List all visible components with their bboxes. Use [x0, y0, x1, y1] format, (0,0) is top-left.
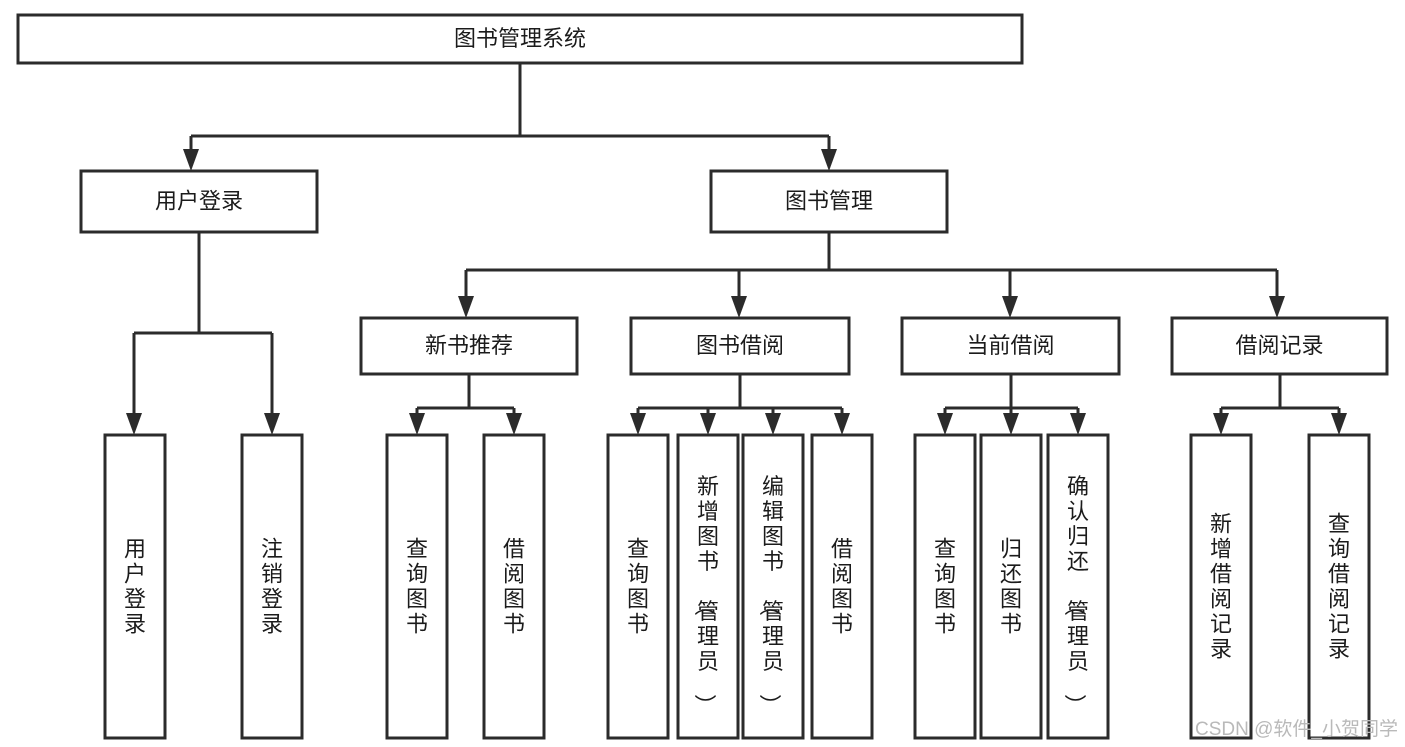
nodes-layer: 图书管理系统用户登录图书管理新书推荐图书借阅当前借阅借阅记录用户登录注销登录查询…: [16, 13, 1389, 740]
node-label-leaf-edit-book-admin: 编辑图书（管理员）: [757, 474, 784, 716]
node-label-leaf-query-borrow-record: 查询借阅记录: [1328, 512, 1350, 662]
borrow-branch-drop-3-arrowhead: [834, 413, 850, 435]
node-box-borrow-record[interactable]: [1170, 316, 1389, 376]
current-branch-drop-1-arrowhead: [1003, 413, 1019, 435]
root-branch-drop-1-arrowhead: [821, 149, 837, 171]
borrow-branch-drop-2-arrowhead: [765, 413, 781, 435]
book-management-branch-drop-3-arrowhead: [1269, 296, 1285, 318]
node-leaf-query-book-recommend[interactable]: 查询图书: [385, 433, 449, 740]
node-label-leaf-return-book: 归还图书: [1000, 537, 1022, 637]
node-label-user-login: 用户登录: [155, 188, 243, 213]
node-book-borrow[interactable]: 图书借阅: [629, 316, 851, 376]
node-label-leaf-borrow-book-recommend: 借阅图书: [503, 537, 525, 637]
node-label-borrow-record: 借阅记录: [1235, 333, 1323, 358]
node-leaf-borrow-book[interactable]: 借阅图书: [810, 433, 874, 740]
node-leaf-logout[interactable]: 注销登录: [240, 433, 304, 740]
node-label-new-book-recommend: 新书推荐: [425, 333, 513, 358]
node-label-current-borrow: 当前借阅: [966, 333, 1054, 358]
node-box-book-borrow[interactable]: [629, 316, 851, 376]
node-label-leaf-add-book-admin: 新增图书（管理员）: [692, 474, 719, 716]
node-box-leaf-query-book-recommend[interactable]: [385, 433, 449, 740]
current-branch-drop-0-arrowhead: [937, 413, 953, 435]
record-branch-drop-0-arrowhead: [1213, 413, 1229, 435]
node-box-leaf-user-login[interactable]: [103, 433, 167, 740]
user-login-branch-drop-1-arrowhead: [264, 413, 280, 435]
node-leaf-query-book-borrow[interactable]: 查询图书: [606, 433, 670, 740]
node-leaf-borrow-book-recommend[interactable]: 借阅图书: [482, 433, 546, 740]
node-label-leaf-query-book-current: 查询图书: [934, 537, 956, 637]
node-box-book-management[interactable]: [709, 169, 949, 234]
node-label-leaf-logout: 注销登录: [261, 537, 283, 637]
node-box-leaf-query-borrow-record[interactable]: [1307, 433, 1371, 740]
node-label-leaf-borrow-book: 借阅图书: [831, 537, 853, 637]
book-management-branch-drop-2-arrowhead: [1002, 296, 1018, 318]
node-box-new-book-recommend[interactable]: [359, 316, 579, 376]
node-box-current-borrow[interactable]: [900, 316, 1121, 376]
node-label-leaf-query-book-recommend: 查询图书: [406, 537, 428, 637]
node-box-leaf-borrow-book-recommend[interactable]: [482, 433, 546, 740]
node-root[interactable]: 图书管理系统: [16, 13, 1024, 65]
node-current-borrow[interactable]: 当前借阅: [900, 316, 1121, 376]
node-box-leaf-add-book-admin[interactable]: [676, 433, 740, 740]
node-label-leaf-confirm-return-admin: 确认归还（管理员）: [1062, 474, 1089, 716]
borrow-branch-drop-1-arrowhead: [700, 413, 716, 435]
csdn-watermark: CSDN @软件_小贺同学: [1195, 718, 1398, 740]
node-label-leaf-query-book-borrow: 查询图书: [627, 537, 649, 637]
node-label-book-management: 图书管理: [785, 188, 873, 213]
current-branch-drop-2-arrowhead: [1070, 413, 1086, 435]
recommend-branch-drop-1-arrowhead: [506, 413, 522, 435]
node-label-root: 图书管理系统: [454, 26, 586, 51]
node-label-leaf-add-borrow-record: 新增借阅记录: [1210, 512, 1232, 662]
node-leaf-add-book-admin[interactable]: 新增图书（管理员）: [676, 433, 740, 740]
node-leaf-query-book-current[interactable]: 查询图书: [913, 433, 977, 740]
connectors-layer: [126, 63, 1347, 435]
book-management-branch-drop-0-arrowhead: [458, 296, 474, 318]
node-label-book-borrow: 图书借阅: [696, 333, 784, 358]
node-leaf-confirm-return-admin[interactable]: 确认归还（管理员）: [1046, 433, 1110, 740]
node-leaf-user-login[interactable]: 用户登录: [103, 433, 167, 740]
borrow-branch-drop-0-arrowhead: [630, 413, 646, 435]
node-box-leaf-logout[interactable]: [240, 433, 304, 740]
node-box-leaf-add-borrow-record[interactable]: [1189, 433, 1253, 740]
node-book-management[interactable]: 图书管理: [709, 169, 949, 234]
recommend-branch-drop-0-arrowhead: [409, 413, 425, 435]
node-leaf-return-book[interactable]: 归还图书: [979, 433, 1043, 740]
node-label-leaf-user-login: 用户登录: [124, 537, 146, 637]
node-box-root[interactable]: [16, 13, 1024, 65]
node-box-leaf-confirm-return-admin[interactable]: [1046, 433, 1110, 740]
node-new-book-recommend[interactable]: 新书推荐: [359, 316, 579, 376]
node-box-leaf-return-book[interactable]: [979, 433, 1043, 740]
node-box-leaf-edit-book-admin[interactable]: [741, 433, 805, 740]
node-leaf-query-borrow-record[interactable]: 查询借阅记录: [1307, 433, 1371, 740]
user-login-branch-drop-0-arrowhead: [126, 413, 142, 435]
node-box-leaf-query-book-borrow[interactable]: [606, 433, 670, 740]
node-box-leaf-query-book-current[interactable]: [913, 433, 977, 740]
node-user-login[interactable]: 用户登录: [79, 169, 319, 234]
record-branch-drop-1-arrowhead: [1331, 413, 1347, 435]
node-leaf-edit-book-admin[interactable]: 编辑图书（管理员）: [741, 433, 805, 740]
node-box-leaf-borrow-book[interactable]: [810, 433, 874, 740]
node-box-user-login[interactable]: [79, 169, 319, 234]
book-management-branch-drop-1-arrowhead: [731, 296, 747, 318]
root-branch-drop-0-arrowhead: [183, 149, 199, 171]
node-borrow-record[interactable]: 借阅记录: [1170, 316, 1389, 376]
node-leaf-add-borrow-record[interactable]: 新增借阅记录: [1189, 433, 1253, 740]
